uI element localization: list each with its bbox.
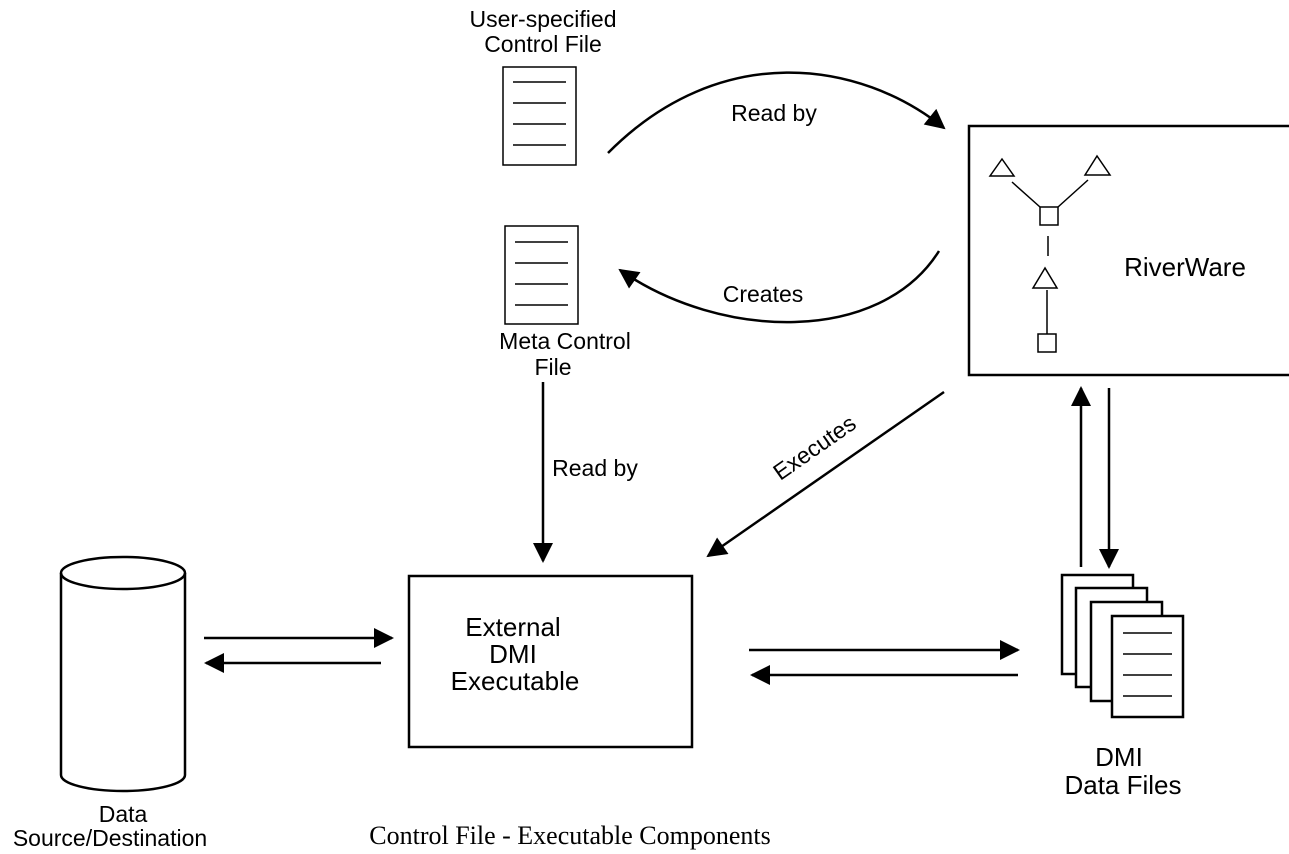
edge-executable-data-files xyxy=(749,640,1020,685)
document-stack-icon xyxy=(1060,573,1185,719)
dmi-data-files-label-line1: DMI xyxy=(1095,742,1143,772)
edge-riverware-data-files xyxy=(1071,386,1119,569)
edge-executes: Executes xyxy=(706,390,945,558)
edge-read-by-executable: Read by xyxy=(533,382,638,563)
user-control-file-node: User-specified Control File xyxy=(470,6,617,166)
document-icon xyxy=(504,225,579,325)
data-source-label-line2: Source/Destination xyxy=(13,825,207,851)
dmi-data-files-label-line2: Data Files xyxy=(1064,770,1181,800)
riverware-box xyxy=(967,124,1289,377)
arrow-creates xyxy=(618,250,941,324)
external-dmi-node: External DMI Executable xyxy=(407,574,694,749)
edge-creates: Creates xyxy=(618,250,941,324)
edge-read-by-riverware: Read by xyxy=(607,71,946,154)
edge-label-read-by-left: Read by xyxy=(552,455,638,481)
user-control-file-label-line1: User-specified xyxy=(470,6,617,32)
meta-control-file-node: Meta Control File xyxy=(499,225,631,380)
external-dmi-label-line3: Executable xyxy=(451,666,580,696)
edge-label-executes: Executes xyxy=(768,410,860,486)
data-source-label-line1: Data xyxy=(99,801,148,827)
document-icon xyxy=(502,66,577,166)
meta-control-file-label-line2: File xyxy=(534,354,571,380)
external-dmi-box xyxy=(407,574,694,749)
arrow-read-by-riverware xyxy=(607,71,946,154)
riverware-label: RiverWare xyxy=(1124,252,1246,282)
edge-label-read-by-top: Read by xyxy=(731,100,817,126)
data-source-node: Data Source/Destination xyxy=(13,555,207,851)
database-cylinder-icon xyxy=(59,555,187,793)
dmi-data-files-node: DMI Data Files xyxy=(1060,573,1185,800)
network-icon xyxy=(988,154,1112,353)
external-dmi-label-line2: DMI xyxy=(489,639,537,669)
meta-control-file-label-line1: Meta Control xyxy=(499,328,631,354)
arrow-executes xyxy=(706,390,945,558)
external-dmi-label-line1: External xyxy=(465,612,560,642)
riverware-node: RiverWare xyxy=(967,124,1289,377)
figure-caption: Control File - Executable Components xyxy=(369,821,771,850)
edge-data-source-executable xyxy=(204,628,394,673)
user-control-file-label-line2: Control File xyxy=(484,31,602,57)
edge-label-creates: Creates xyxy=(723,281,804,307)
